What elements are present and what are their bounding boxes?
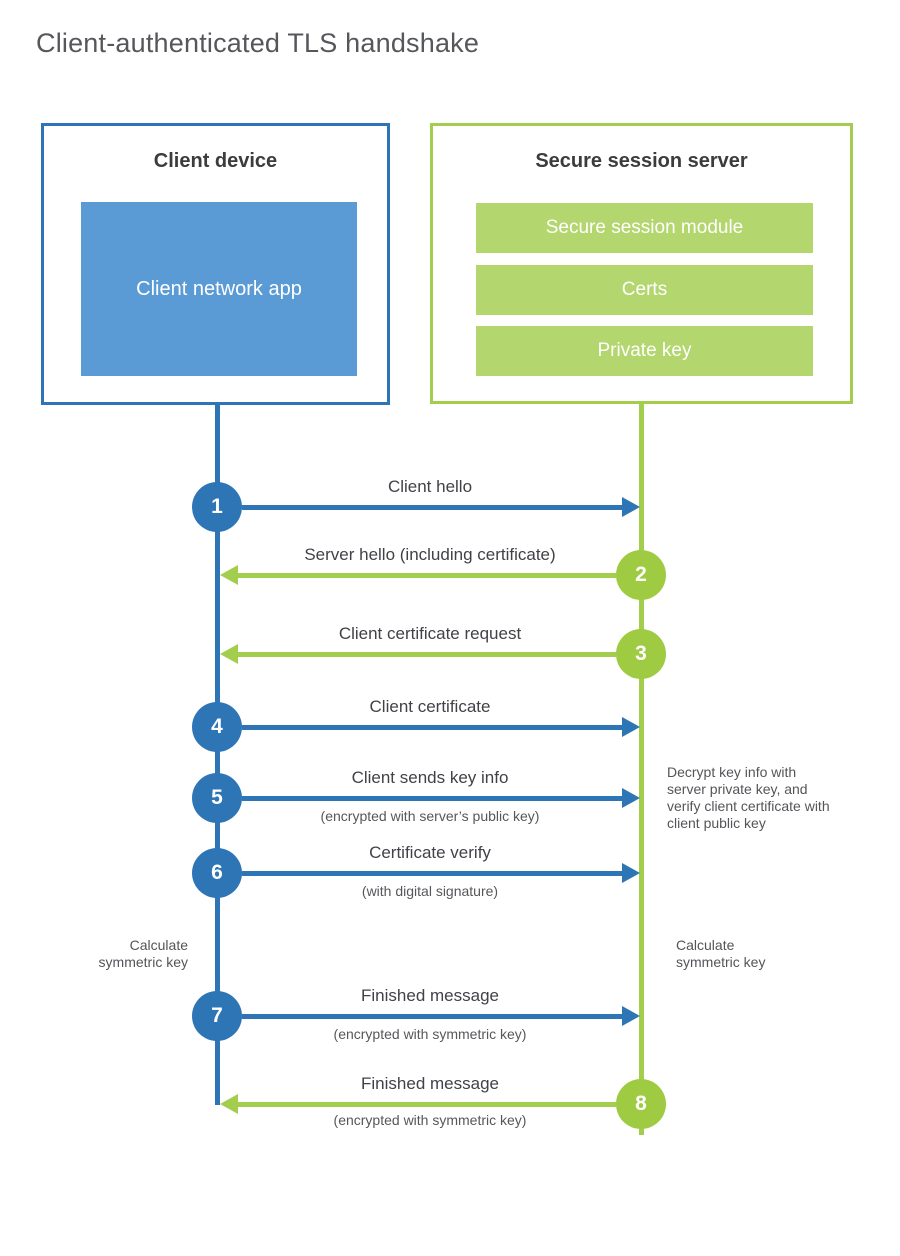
arrow-server-hello [238,573,616,578]
step-badge-7: 7 [192,991,242,1041]
step-badge-5: 5 [192,773,242,823]
client-network-app-box: Client network app [81,202,357,376]
arrowhead-cert-request [220,644,238,664]
arrow-cert-verify [242,871,622,876]
arrowhead-key-info [622,788,640,808]
message-label-server-hello: Server hello (including certificate) [304,545,556,564]
secure-session-server-box: Secure session server Secure session mod… [430,123,853,404]
message-sub-cert-verify: (with digital signature) [361,883,499,899]
message-label-key-info: Client sends key info [351,768,509,787]
client-lifeline [215,405,220,1105]
message-label-client-certificate: Client certificate [369,697,491,716]
arrow-key-info [242,796,622,801]
step-badge-3: 3 [616,629,666,679]
arrowhead-client-hello [622,497,640,517]
note-decrypt-key-info: Decrypt key info with server private key… [667,764,830,831]
step-badge-1: 1 [192,482,242,532]
message-label-cert-verify: Certificate verify [369,843,491,862]
message-sub-finished-client: (encrypted with symmetric key) [333,1026,527,1042]
server-module-private-key: Private key [476,326,813,376]
arrowhead-client-certificate [622,717,640,737]
arrowhead-finished-client [622,1006,640,1026]
arrow-client-hello [242,505,622,510]
note-calculate-symmetric-key-client: Calculate symmetric key [98,937,188,970]
client-device-heading: Client device [153,150,278,172]
server-lifeline [639,404,644,1135]
arrowhead-cert-verify [622,863,640,883]
arrowhead-server-hello [220,565,238,585]
server-module-secure-session: Secure session module [476,203,813,253]
note-calculate-symmetric-key-server: Calculate symmetric key [676,937,766,970]
message-label-finished-client: Finished message [361,986,499,1005]
step-badge-8: 8 [616,1079,666,1129]
message-label-client-hello: Client hello [387,477,473,496]
client-device-box: Client device Client network app [41,123,390,405]
message-sub-key-info: (encrypted with server’s public key) [320,808,540,824]
message-sub-finished-server: (encrypted with symmetric key) [333,1112,527,1128]
page-title: Client-authenticated TLS handshake [36,28,480,58]
arrowhead-finished-server [220,1094,238,1114]
step-badge-2: 2 [616,550,666,600]
server-module-certs: Certs [476,265,813,315]
message-label-finished-server: Finished message [361,1074,499,1093]
arrow-cert-request [238,652,616,657]
server-heading: Secure session server [535,150,748,172]
arrow-finished-client [242,1014,622,1019]
step-badge-4: 4 [192,702,242,752]
arrow-finished-server [238,1102,616,1107]
arrow-client-certificate [242,725,622,730]
message-label-cert-request: Client certificate request [338,624,522,643]
step-badge-6: 6 [192,848,242,898]
